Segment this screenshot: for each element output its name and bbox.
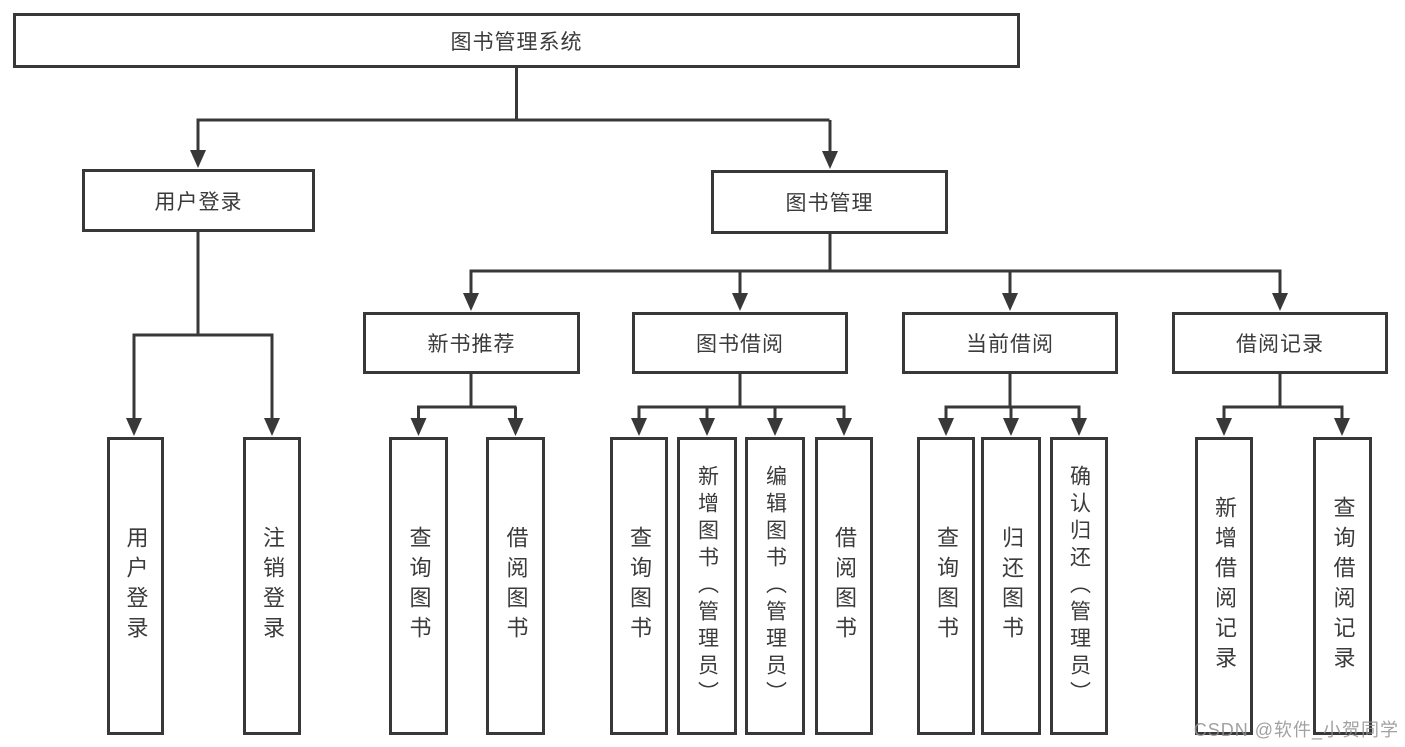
arrow-down-icon <box>822 151 838 169</box>
node-label: 借阅图书 <box>832 526 857 646</box>
arrow-down-icon <box>1216 418 1232 436</box>
leaf-query-book-borrowing: 查询图书 <box>610 437 668 735</box>
leaf-query-book-recommend: 查询图书 <box>389 437 448 735</box>
arrow-down-icon <box>836 418 852 436</box>
node-label: 新书推荐 <box>427 333 516 356</box>
node-label: 用户登录 <box>154 190 243 214</box>
node-label: 查询图书 <box>406 526 432 646</box>
node-label: 用户登录 <box>123 526 149 646</box>
node-label: 借阅记录 <box>1236 333 1324 356</box>
node-label: 借阅图书 <box>503 526 529 646</box>
connector-current-borrow-to-leaves <box>944 374 1081 420</box>
node-label: 图书借阅 <box>696 333 784 356</box>
node-label: 新增借阅记录 <box>1212 496 1237 676</box>
node-label: 当前借阅 <box>966 333 1054 356</box>
leaf-add-borrow-record: 新增借阅记录 <box>1195 437 1253 735</box>
node-label: 归还图书 <box>999 526 1024 646</box>
node-label: 新增图书（管理员） <box>695 464 719 708</box>
arrow-down-icon <box>732 293 748 311</box>
leaf-borrow-book-recommend: 借阅图书 <box>486 437 545 735</box>
node-borrowing-records: 借阅记录 <box>1172 312 1388 374</box>
arrow-down-icon <box>1272 293 1288 311</box>
connector-borrow-record-to-leaves <box>1222 374 1344 420</box>
node-new-book-recommend: 新书推荐 <box>363 312 580 374</box>
arrow-down-icon <box>190 150 206 168</box>
connector-user-login-to-leaves <box>132 232 274 420</box>
leaf-add-book-admin: 新增图书（管理员） <box>677 437 737 735</box>
node-book-borrowing: 图书借阅 <box>632 312 848 374</box>
connector-book-mgmt-to-level3 <box>469 234 1282 295</box>
arrow-down-icon <box>1334 418 1350 436</box>
node-label: 确认归还（管理员） <box>1067 464 1091 708</box>
connector-book-borrow-to-leaves <box>637 374 846 420</box>
node-label: 查询借阅记录 <box>1330 496 1356 676</box>
node-book-management: 图书管理 <box>711 170 948 234</box>
connector-root-to-level2 <box>196 68 832 153</box>
arrow-down-icon <box>631 418 647 436</box>
leaf-user-login: 用户登录 <box>107 437 164 735</box>
node-label: 图书管理系统 <box>450 30 583 54</box>
node-label: 查询图书 <box>627 526 652 646</box>
arrow-down-icon <box>507 418 524 436</box>
node-label: 查询图书 <box>934 526 959 646</box>
connector-new-book-to-leaves <box>417 374 517 420</box>
leaf-borrow-book-borrowing: 借阅图书 <box>815 437 873 735</box>
arrow-down-icon <box>410 418 427 436</box>
csdn-watermark: CSDN @软件_小贺同学 <box>1193 720 1399 740</box>
arrow-down-icon <box>1003 418 1019 436</box>
arrow-down-icon <box>1002 293 1018 311</box>
leaf-edit-book-admin: 编辑图书（管理员） <box>745 437 805 735</box>
leaf-query-book-current: 查询图书 <box>917 437 975 735</box>
node-label: 编辑图书（管理员） <box>763 464 787 708</box>
node-label: 图书管理 <box>785 192 874 215</box>
root-node-library-management-system: 图书管理系统 <box>13 13 1020 68</box>
arrow-down-icon <box>699 418 715 436</box>
arrow-down-icon <box>264 418 280 436</box>
leaf-return-book: 归还图书 <box>981 437 1041 735</box>
leaf-confirm-return-admin: 确认归还（管理员） <box>1050 437 1108 735</box>
node-current-borrowing: 当前借阅 <box>902 312 1118 374</box>
leaf-query-borrow-record: 查询借阅记录 <box>1313 437 1372 735</box>
arrow-down-icon <box>126 418 142 436</box>
arrow-down-icon <box>938 418 954 436</box>
node-user-login: 用户登录 <box>82 169 315 232</box>
leaf-logout-login: 注销登录 <box>243 437 301 735</box>
arrow-down-icon <box>463 293 479 311</box>
arrow-down-icon <box>767 418 783 436</box>
arrow-down-icon <box>1071 418 1087 436</box>
node-label: 注销登录 <box>260 526 285 646</box>
